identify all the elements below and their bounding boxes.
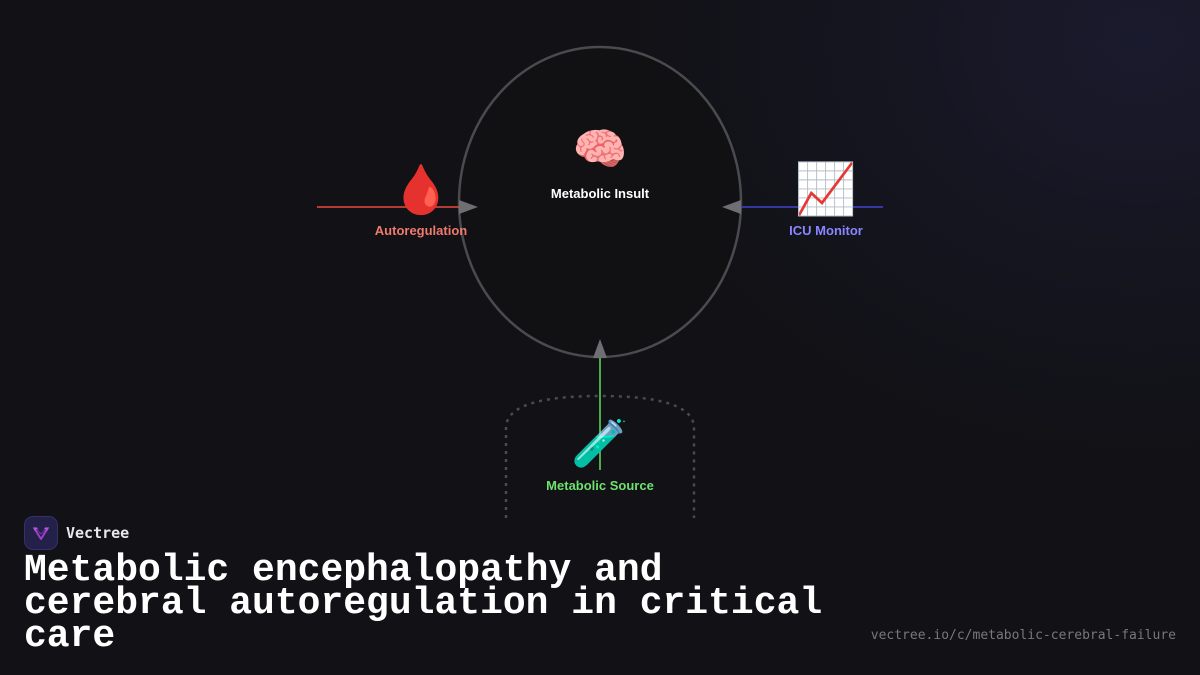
blood-drop-icon: 🩸	[391, 162, 451, 218]
center-node-label: Metabolic Insult	[550, 186, 650, 201]
test-tube-icon: 🧪	[571, 416, 629, 470]
brand: Vectree	[24, 516, 1176, 550]
icu-monitor-label: ICU Monitor	[789, 223, 863, 238]
source-url: vectree.io/c/metabolic-cerebral-failure	[870, 628, 1176, 643]
central-circle	[457, 45, 743, 359]
brand-name: Vectree	[66, 524, 130, 542]
source-container-outline	[504, 394, 696, 518]
page-title: Metabolic encephalopathy and cerebral au…	[24, 549, 823, 658]
chart-increasing-icon: 📈	[794, 160, 858, 218]
metabolic-source-label: Metabolic Source	[546, 478, 654, 493]
metabolic-source-arrowhead	[593, 339, 607, 358]
autoregulation-label: Autoregulation	[374, 223, 468, 238]
autoregulation-arrowhead	[459, 200, 478, 214]
brain-icon: 🧠	[572, 124, 628, 175]
vectree-logo-icon	[24, 516, 58, 550]
footer: Vectree Metabolic encephalopathy and cer…	[24, 516, 1176, 658]
icu-monitor-arrowhead	[722, 200, 741, 214]
